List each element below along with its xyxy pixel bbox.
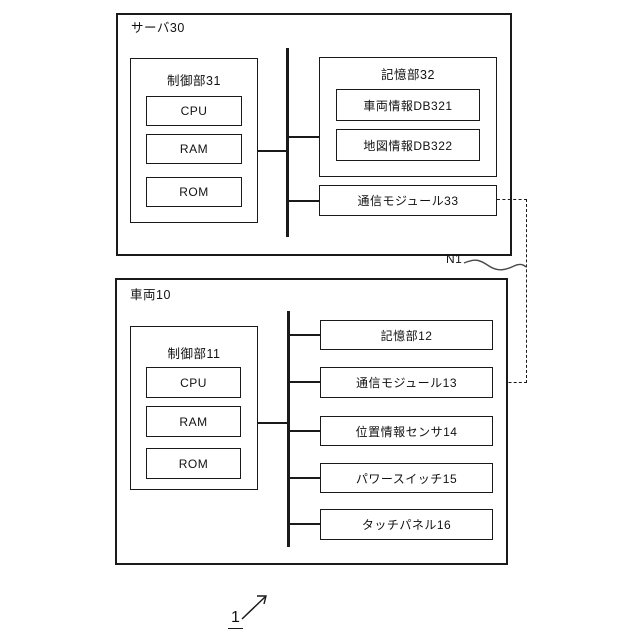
vehicle-touch-bus-connector — [290, 523, 320, 525]
server-storage-bus-connector — [289, 136, 320, 138]
vehicle-info-db-box: 車両情報DB321 — [336, 89, 480, 121]
vehicle-control-unit-label: 制御部11 — [167, 347, 221, 361]
server-comm-bus-connector — [289, 200, 320, 202]
vehicle-comm-module-box: 通信モジュール13 — [320, 367, 493, 398]
server-comm-module-box: 通信モジュール33 — [319, 185, 497, 216]
vehicle-sensor-bus-connector — [290, 430, 320, 432]
vehicle-bus-line — [287, 311, 290, 547]
server-label: サーバ30 — [131, 21, 185, 35]
server-ram-box: RAM — [146, 134, 242, 164]
touch-panel-box: タッチパネル16 — [320, 509, 493, 540]
vehicle-power-bus-connector — [290, 477, 320, 479]
server-storage-label: 記憶部32 — [381, 68, 435, 82]
figure-number-label: 1 — [228, 609, 243, 629]
server-control-bus-connector — [258, 150, 287, 152]
figure-number-arrow — [239, 591, 271, 621]
vehicle-ram-box: RAM — [146, 406, 241, 437]
position-sensor-box: 位置情報センサ14 — [320, 416, 493, 446]
server-rom-box: ROM — [146, 177, 242, 207]
vehicle-storage-bus-connector — [290, 334, 320, 336]
network-dash-bottom — [493, 382, 527, 383]
vehicle-cpu-box: CPU — [146, 367, 241, 398]
server-cpu-box: CPU — [146, 96, 242, 126]
network-label: N1 — [446, 252, 463, 266]
power-switch-box: パワースイッチ15 — [320, 463, 493, 493]
network-dash-vertical — [526, 199, 527, 383]
vehicle-label: 車両10 — [130, 288, 171, 302]
server-control-unit-label: 制御部31 — [167, 74, 221, 88]
vehicle-comm-bus-connector — [290, 381, 320, 383]
vehicle-control-bus-connector — [258, 422, 288, 424]
map-info-db-box: 地図情報DB322 — [336, 129, 480, 161]
network-label-leader-line — [462, 257, 528, 273]
server-bus-line — [286, 48, 289, 237]
vehicle-rom-box: ROM — [146, 448, 241, 479]
network-dash-top — [497, 199, 527, 200]
vehicle-storage-box: 記憶部12 — [320, 320, 493, 350]
